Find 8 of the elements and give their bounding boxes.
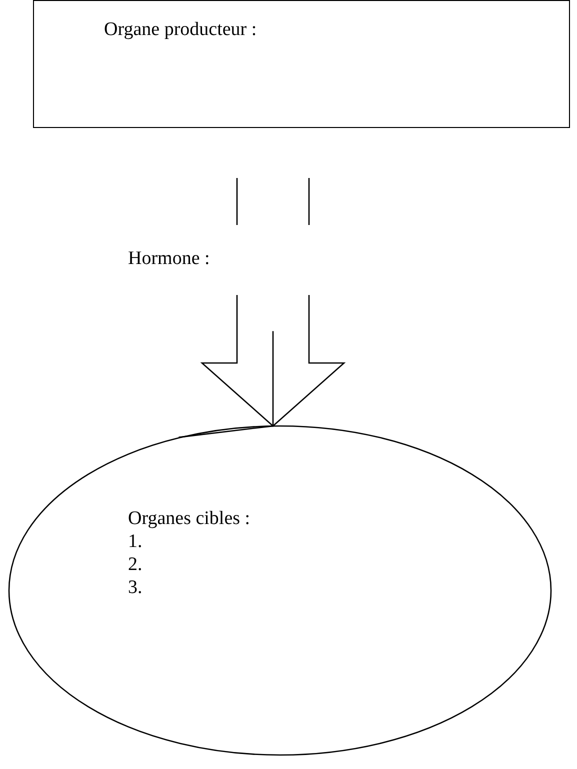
node-title: Organes cibles : (128, 508, 250, 531)
list-item: 2. (128, 554, 142, 577)
target-ellipse (8, 425, 552, 756)
process-box (33, 0, 570, 128)
edge-label: Hormone : (128, 248, 210, 271)
node-title: Organe producteur : (104, 19, 257, 42)
list-item: 3. (128, 577, 142, 600)
list-item: 1. (128, 531, 142, 554)
